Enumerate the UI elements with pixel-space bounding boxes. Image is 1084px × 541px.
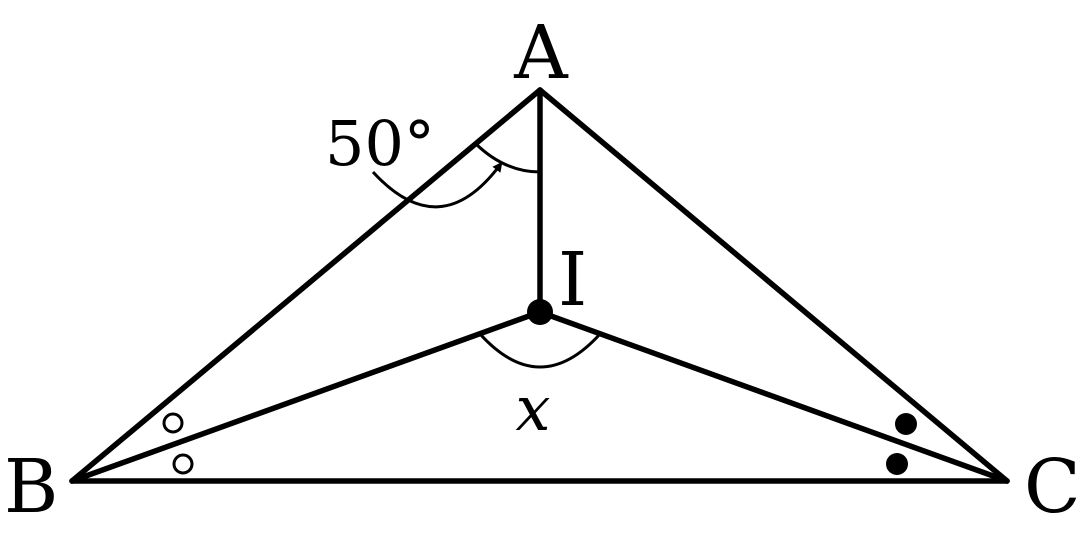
angle-c-mark-lower xyxy=(886,453,908,475)
angle-b-mark-lower xyxy=(172,453,194,475)
angle-b-mark-upper xyxy=(162,412,184,434)
angle-arc-bic xyxy=(478,332,602,369)
angle-pointer-arrow xyxy=(371,161,503,209)
segment-bi xyxy=(69,309,543,484)
side-ab xyxy=(69,87,543,484)
label-c: C xyxy=(1024,444,1081,530)
label-i: I xyxy=(558,237,587,323)
side-ac xyxy=(537,87,1010,484)
unknown-angle-label: x xyxy=(516,372,551,445)
angle-value-label: 50° xyxy=(325,107,435,180)
label-a: A xyxy=(513,10,569,96)
angle-c-mark-upper xyxy=(895,413,917,435)
point-i-dot xyxy=(527,299,553,325)
label-b: B xyxy=(4,444,58,530)
angle-arc-bai xyxy=(474,142,541,174)
segment-ci xyxy=(537,309,1010,484)
